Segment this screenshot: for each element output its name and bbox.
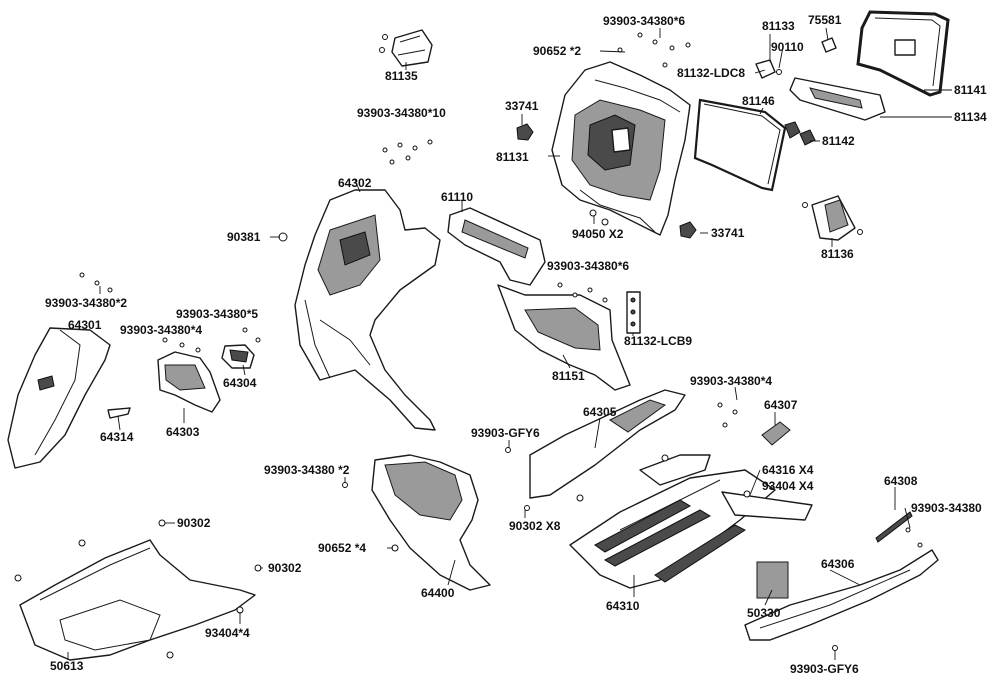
label-90652-2: 90652 *2 [533, 44, 581, 58]
label-50330: 50330 [747, 606, 781, 620]
label-33741-a: 33741 [505, 99, 539, 113]
part-81133-latch [755, 59, 782, 79]
part-81146-seal [693, 98, 787, 192]
label-33741-b: 33741 [711, 226, 745, 240]
label-61110: 61110 [441, 190, 473, 204]
label-90302-x8: 90302 X8 [509, 519, 561, 533]
part-64314-strip [107, 407, 131, 419]
label-93404-x4: 93404 X4 [762, 479, 814, 493]
part-number-labels: 81135 93903-34380*6 81133 75581 90652 *2… [45, 13, 987, 676]
label-81141: 81141 [954, 83, 987, 97]
part-64304-bracket [221, 344, 255, 369]
label-64314: 64314 [100, 430, 134, 444]
label-81146: 81146 [742, 94, 775, 108]
label-81131: 81131 [496, 150, 529, 164]
part-61110-bracket [447, 207, 546, 286]
label-81133: 81133 [762, 19, 795, 33]
part-64303-lower-front [157, 351, 221, 413]
part-64310-floor [569, 454, 813, 589]
label-64307: 64307 [764, 398, 798, 412]
label-93903-gfy6-a: 93903-GFY6 [471, 426, 540, 440]
part-81141-lid-frame [856, 10, 950, 97]
part-64308-strip [875, 511, 913, 543]
label-81134: 81134 [954, 110, 987, 124]
part-75581-clip [821, 37, 837, 53]
label-93903-34380-6-top: 93903-34380*6 [603, 14, 685, 28]
label-90652-4: 90652 *4 [318, 541, 366, 555]
label-90302-a: 90302 [177, 516, 211, 530]
label-64304: 64304 [223, 376, 257, 390]
label-93903-34380-2-mid: 93903-34380 *2 [264, 463, 350, 477]
part-64306-side-rail [744, 549, 939, 641]
leader-lines [67, 27, 952, 660]
label-93903-34380-5: 93903-34380*5 [176, 307, 258, 321]
label-93903-34380-4-right: 93903-34380*4 [690, 374, 772, 388]
label-64316-x4: 64316 X4 [762, 463, 814, 477]
label-81132-lcb9: 81132-LCB9 [624, 334, 692, 348]
part-81134-handle [789, 77, 886, 121]
label-90110: 90110 [771, 40, 804, 54]
part-81132-lcb9-plate [626, 291, 641, 334]
part-81136-cover [802, 195, 863, 241]
label-75581: 75581 [808, 13, 842, 27]
part-33741-bumper-a [516, 123, 534, 141]
label-93404-4: 93404*4 [205, 626, 250, 640]
part-50613-undercover [19, 539, 256, 661]
part-81135 [379, 29, 433, 67]
label-90302-b: 90302 [268, 561, 302, 575]
part-64301-front-panel [7, 327, 111, 469]
label-50613: 50613 [50, 659, 84, 673]
label-64301: 64301 [68, 318, 102, 332]
label-81132-ldc8: 81132-LDC8 [677, 66, 745, 80]
label-93903-gfy6-b: 93903-GFY6 [790, 662, 859, 676]
label-93903-34380-2-left: 93903-34380*2 [45, 296, 127, 310]
part-81131-luggage-box [551, 61, 691, 236]
label-81142: 81142 [822, 134, 855, 148]
label-93903-34380-6-mid: 93903-34380*6 [547, 259, 629, 273]
label-90381: 90381 [227, 230, 261, 244]
part-50330-pad [756, 561, 789, 599]
label-93903-34380-10: 93903-34380*10 [357, 106, 446, 120]
label-64308: 64308 [884, 474, 918, 488]
part-64307-panel [761, 421, 791, 446]
part-33741-bumper-b [679, 221, 697, 239]
part-64302-front-shield [294, 189, 441, 431]
label-64310: 64310 [606, 599, 640, 613]
label-64303: 64303 [166, 425, 200, 439]
part-81142 [784, 121, 816, 146]
part-64305-floor-side [529, 389, 686, 499]
label-81135: 81135 [385, 69, 418, 83]
label-64400: 64400 [421, 586, 455, 600]
part-64400-inner-cover [371, 454, 491, 591]
part-81151-inner-cover [497, 284, 631, 391]
label-81136: 81136 [821, 247, 854, 261]
label-93903-34380-4-left: 93903-34380*4 [120, 323, 202, 337]
label-94050-x2: 94050 X2 [572, 227, 624, 241]
label-64305: 64305 [583, 405, 617, 419]
screw-markers [14, 32, 923, 659]
label-81151: 81151 [552, 369, 585, 383]
label-64306: 64306 [821, 557, 855, 571]
label-64302: 64302 [338, 176, 372, 190]
label-93903-34380-right: 93903-34380 [911, 501, 982, 515]
